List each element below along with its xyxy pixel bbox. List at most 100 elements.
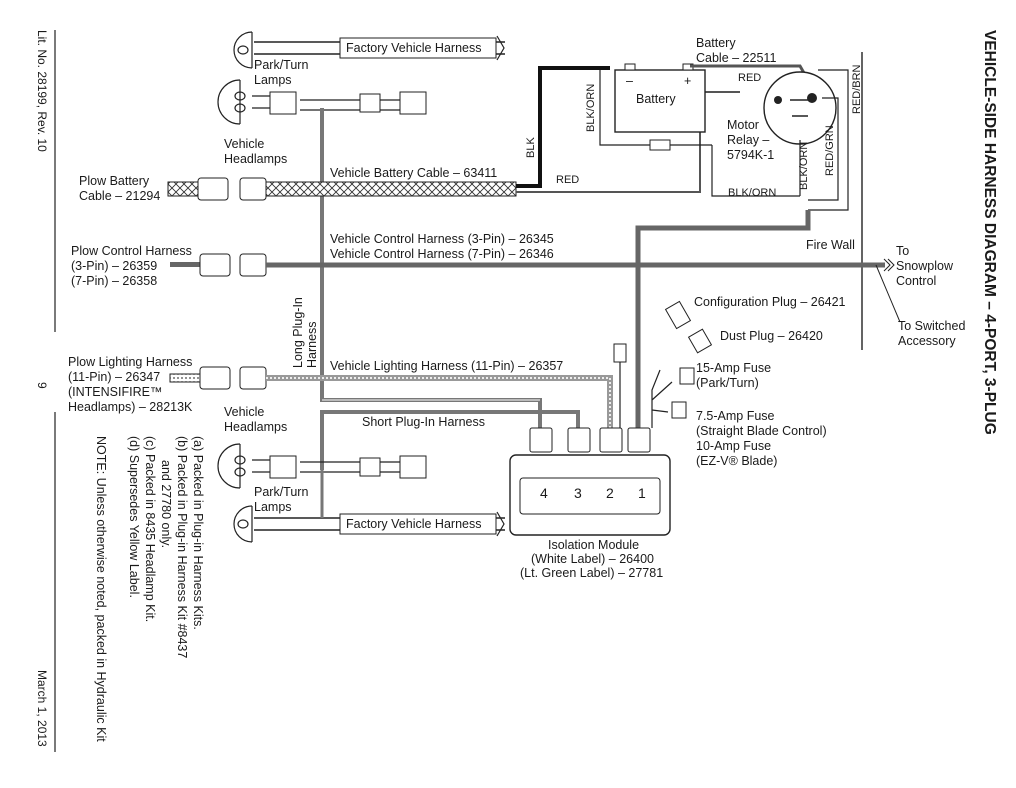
- label-battery-cable-1: Battery: [696, 36, 736, 50]
- page-title: VEHICLE-SIDE HARNESS DIAGRAM – 4-PORT, 3…: [981, 30, 998, 435]
- fuse-7-5-amp: [671, 401, 687, 419]
- label-vehicle-battery-cable: Vehicle Battery Cable – 63411: [330, 166, 498, 180]
- configuration-plug: [664, 300, 692, 330]
- relay-blk-orn-ground: [711, 145, 800, 197]
- relay-red-brn-wire: [808, 69, 849, 211]
- label-blk-orn-1: BLK/ORN: [585, 83, 597, 132]
- note-b-1: (b) Packed in Plug-in Harness Kit #8437: [175, 436, 189, 659]
- battery-body: [614, 69, 706, 133]
- port-2: 2: [606, 485, 614, 501]
- label-minus: –: [626, 74, 633, 88]
- label-vehicle-control-1: Vehicle Control Harness (3-Pin) – 26345: [330, 232, 554, 246]
- note-c: (c) Packed in 8435 Headlamp Kit.: [143, 436, 157, 623]
- factory-harness-top-label-box: [339, 37, 497, 59]
- label-vehicle-control-2: Vehicle Control Harness (7-Pin) – 26346: [330, 247, 554, 261]
- page-number: 9: [35, 382, 49, 389]
- vehicle-headlamp-bottom: [217, 443, 246, 489]
- factory-harness-bottom-label-box: [339, 513, 497, 535]
- lit-number: Lit. No. 28199, Rev. 10: [35, 30, 49, 152]
- fuse-branch-wires: [651, 369, 673, 428]
- port-4: 4: [540, 485, 548, 501]
- note-a: (a) Packed in Plug-in Harness Kits.: [191, 436, 205, 630]
- label-headlamps-top-2: Headlamps: [224, 152, 288, 166]
- headlamp-bottom-connector-2: [359, 457, 381, 477]
- label-red-brn: RED/BRN: [851, 64, 863, 114]
- plow-lighting-connector: [199, 366, 231, 390]
- vehicle-battery-cable: [265, 181, 517, 197]
- label-plow-control-1: Plow Control Harness: [71, 244, 192, 258]
- label-long-plugin-1: Long Plug-In: [291, 297, 305, 368]
- plow-control-cable: [170, 262, 200, 267]
- label-factory-harness-bottom: Factory Vehicle Harness: [346, 517, 482, 531]
- label-plow-control-3: (7-Pin) – 26358: [71, 274, 158, 288]
- headlamp-top-connector-3: [399, 91, 427, 115]
- label-blk-orn-2: BLK/ORN: [798, 141, 810, 190]
- vehicle-control-connector: [239, 253, 267, 277]
- label-plow-battery-1: Plow Battery: [79, 174, 150, 188]
- label-dust-plug: Dust Plug – 26420: [720, 329, 823, 343]
- label-plus: +: [684, 74, 692, 88]
- label-plow-lighting-1: Plow Lighting Harness: [68, 355, 193, 369]
- label-to-snowplow-1: To: [896, 244, 910, 258]
- label-park-turn-top-2: Lamps: [254, 73, 292, 87]
- label-configuration-plug: Configuration Plug – 26421: [694, 295, 846, 309]
- short-plugin-harness: [320, 410, 580, 470]
- label-park-turn-bottom-1: Park/Turn: [254, 485, 309, 499]
- battery-cable-black: [516, 66, 610, 188]
- label-fuse-15-1: 15-Amp Fuse: [696, 361, 772, 375]
- label-headlamps-bottom-2: Headlamps: [224, 420, 288, 434]
- label-to-switched-1: To Switched: [898, 319, 966, 333]
- label-to-snowplow-2: Snowplow: [896, 259, 953, 273]
- label-red-grn: RED/GRN: [824, 125, 836, 176]
- label-red-mid: RED: [556, 174, 580, 186]
- relay-red-grn-wire: [808, 97, 839, 201]
- label-fuse-10-2: (EZ-V® Blade): [696, 454, 778, 468]
- label-headlamps-top-1: Vehicle: [224, 137, 265, 151]
- label-fuse-75-1: 7.5-Amp Fuse: [696, 409, 775, 423]
- park-turn-lamp-top: [233, 31, 253, 69]
- module-plugs: [529, 427, 651, 453]
- label-plow-lighting-2: (11-Pin) – 26347: [68, 370, 161, 384]
- revision-date: March 1, 2013: [35, 670, 49, 747]
- label-blk-orn-3: BLK/ORN: [728, 187, 777, 199]
- label-headlamps-bottom-1: Vehicle: [224, 405, 265, 419]
- headlamp-bottom-connector-3: [399, 455, 427, 479]
- switched-accessory-line: [875, 264, 901, 323]
- label-plow-lighting-3: (INTENSIFIRE™: [68, 385, 163, 399]
- inline-fuse-holder: [613, 343, 627, 363]
- note-d: (d) Supersedes Yellow Label.: [127, 436, 141, 598]
- label-motor-relay-3: 5794K-1: [727, 148, 775, 162]
- label-plow-control-2: (3-Pin) – 26359: [71, 259, 158, 273]
- label-park-turn-top-1: Park/Turn: [254, 58, 309, 72]
- fuse-15-amp: [679, 367, 695, 385]
- battery-cable-red: [516, 91, 740, 193]
- control-to-module-drop: [635, 210, 811, 430]
- plow-control-connector: [199, 253, 231, 277]
- label-isolation-1: Isolation Module: [548, 538, 640, 552]
- headlamp-top-connector-1: [269, 91, 297, 115]
- park-turn-lamp-bottom: [233, 505, 253, 543]
- headlamp-bottom-connector-1: [269, 455, 297, 479]
- label-battery-cable-2: Cable – 22511: [696, 51, 777, 65]
- label-to-switched-2: Accessory: [898, 334, 956, 348]
- label-vehicle-lighting: Vehicle Lighting Harness (11-Pin) – 2635…: [330, 359, 564, 373]
- label-factory-harness-top: Factory Vehicle Harness: [346, 41, 482, 55]
- vehicle-battery-connector: [239, 177, 267, 201]
- label-short-plugin: Short Plug-In Harness: [362, 415, 485, 429]
- label-isolation-2: (White Label) – 26400: [531, 552, 654, 566]
- label-isolation-3: (Lt. Green Label) – 27781: [520, 566, 664, 580]
- port-3: 3: [574, 485, 582, 501]
- note-b-2: and 27780 only.: [159, 460, 173, 549]
- label-fire-wall: Fire Wall: [806, 238, 855, 252]
- label-battery: Battery: [636, 92, 676, 106]
- battery-blk-orn-wire: [599, 70, 650, 146]
- plow-battery-cable: [167, 181, 199, 197]
- plow-lighting-cable: [169, 373, 201, 383]
- headlamp-top-connector-2: [359, 93, 381, 113]
- label-fuse-75-2: (Straight Blade Control): [696, 424, 827, 438]
- plow-battery-connector: [197, 177, 229, 201]
- vehicle-lighting-connector: [239, 366, 267, 390]
- label-fuse-15-2: (Park/Turn): [696, 376, 759, 390]
